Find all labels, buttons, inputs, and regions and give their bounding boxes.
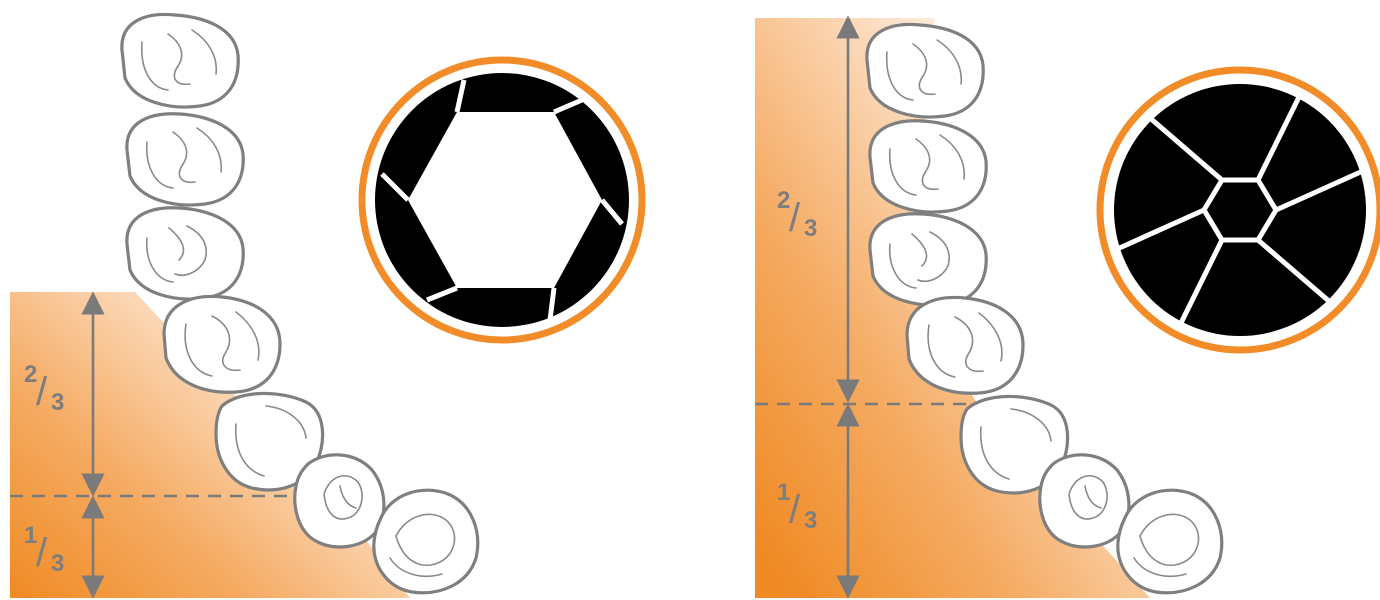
aperture-closed-icon xyxy=(1100,70,1380,350)
fraction-slash: / xyxy=(789,488,801,532)
fraction-slash: / xyxy=(789,196,801,240)
lower-fraction-denominator: 3 xyxy=(804,507,817,534)
aperture-open-icon xyxy=(362,60,642,340)
tooth xyxy=(127,208,243,299)
tooth xyxy=(1040,455,1129,547)
tooth xyxy=(122,14,238,106)
lower-fraction-denominator: 3 xyxy=(51,550,64,577)
fraction-slash: / xyxy=(36,370,48,414)
upper-fraction-denominator: 3 xyxy=(804,215,817,242)
right-panel: 2 / 3 1 / 3 xyxy=(755,18,1380,598)
upper-fraction-denominator: 3 xyxy=(51,389,64,416)
tooth xyxy=(1118,490,1222,593)
tooth xyxy=(295,455,384,547)
tooth xyxy=(164,296,280,392)
tooth xyxy=(870,121,986,212)
fraction-slash: / xyxy=(36,531,48,575)
left-panel: 2 / 3 1 / 3 xyxy=(10,14,642,598)
tooth xyxy=(867,24,983,116)
tooth xyxy=(374,490,478,593)
tooth xyxy=(907,297,1023,393)
tooth xyxy=(870,214,986,305)
tooth xyxy=(127,114,243,205)
